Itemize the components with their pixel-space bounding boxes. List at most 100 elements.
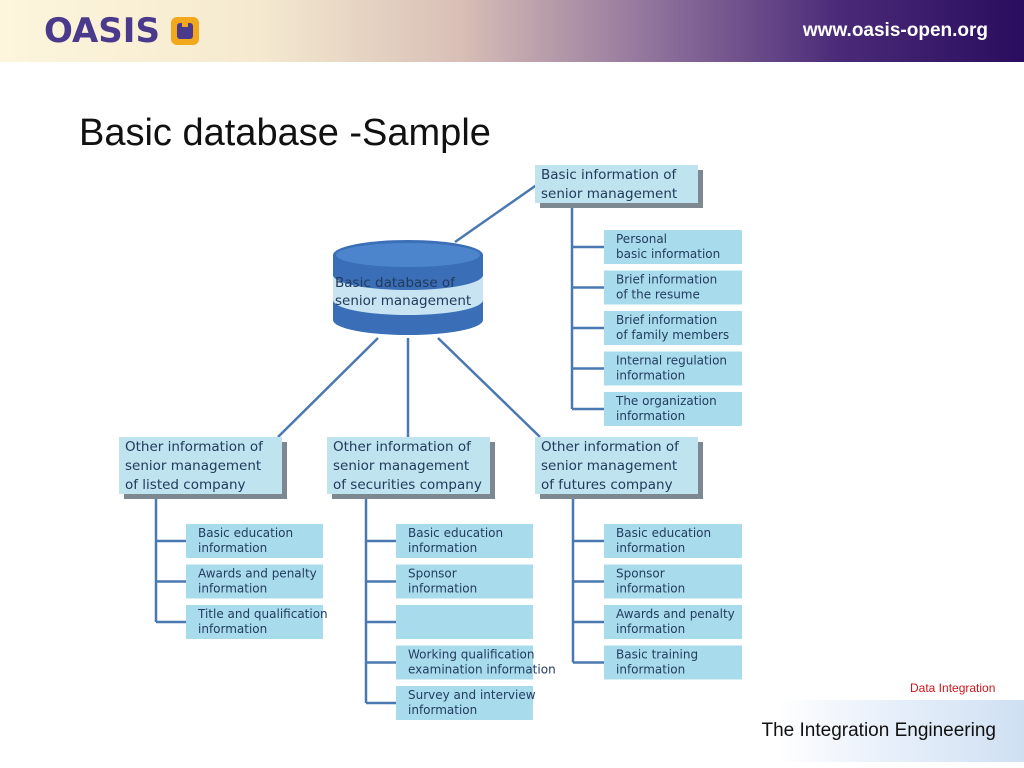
leaf-label-line: information — [616, 409, 685, 423]
leaf-box-rect — [604, 605, 742, 639]
leaf-box-rect — [186, 564, 323, 599]
footer-tag: Data Integration — [910, 681, 996, 695]
connector-db-to-listed — [277, 337, 379, 438]
leaf-label-line: of the resume — [616, 288, 700, 302]
leaf-box-rect — [604, 645, 742, 680]
branch-label-line: senior management — [541, 458, 677, 474]
branch-label-line: senior management — [125, 458, 261, 474]
connector-lines — [154, 182, 604, 705]
leaf-box-rect — [604, 311, 742, 345]
database-label-line-1: Basic database of — [335, 275, 456, 291]
leaf-label-line: Personal — [616, 232, 667, 246]
leaf-label-line: information — [408, 703, 477, 717]
leaf-box-rect — [604, 230, 742, 264]
leaf-label-line: Survey and interview — [408, 688, 536, 702]
leaf-box-rect — [186, 524, 323, 558]
footer-text: The Integration Engineering — [761, 720, 997, 741]
connector-db-to-basic-info — [454, 182, 539, 244]
leaf-box-rect — [604, 351, 742, 386]
branch-label-line: of securities company — [333, 477, 482, 493]
leaf-label-line: Basic education — [408, 526, 503, 540]
leaf-box-rect — [604, 564, 742, 599]
leaf-label-line: Internal regulation — [616, 354, 727, 368]
leaf-label-line: information — [408, 541, 477, 555]
leaf-label-line: examination information — [408, 663, 556, 677]
leaf-label-line: information — [616, 622, 685, 636]
branch-label-line: Other information of — [125, 439, 264, 455]
branch-box — [535, 165, 698, 203]
leaf-label-line: information — [198, 582, 267, 596]
leaf-label-line: information — [616, 369, 685, 383]
leaf-label-line: Brief information — [616, 273, 717, 287]
branch-3: Other information of senior management of … — [535, 437, 742, 680]
branch-1: Other information of senior management of … — [119, 437, 328, 639]
leaf-label-line: The organization — [615, 394, 717, 408]
header-bar: OASIS www.oasis-open.org — [0, 0, 1024, 62]
leaf-label-line: basic information — [616, 247, 720, 261]
logo-text: OASIS — [44, 11, 160, 51]
leaf-label-line: information — [616, 663, 685, 677]
footer-bar: The Integration Engineering — [716, 700, 1024, 762]
leaf-label-line: Basic education — [198, 526, 293, 540]
leaf-label-line: Basic training — [616, 648, 698, 662]
branch-box — [535, 437, 698, 494]
leaf-box-rect — [396, 645, 533, 680]
leaf-box-rect — [396, 524, 533, 558]
leaf-label-line: Brief information — [616, 313, 717, 327]
leaf-label-line: information — [616, 582, 685, 596]
leaf-label-line: Sponsor — [616, 567, 665, 581]
branch-box — [119, 437, 282, 494]
branch-label-line: of futures company — [541, 477, 673, 493]
slide-title: Basic database -Sample — [79, 112, 491, 154]
leaf-label-line: information — [198, 622, 267, 636]
branch-label-line: Basic information of — [541, 167, 677, 183]
leaf-label-line: Basic education — [616, 526, 711, 540]
leaf-label-line: information — [198, 541, 267, 555]
leaf-label-line: of family members — [616, 328, 729, 342]
database-label-line-2: senior management — [335, 293, 471, 309]
leaf-label-line: Sponsor — [408, 567, 457, 581]
leaf-label-line: Awards and penalty — [616, 607, 735, 621]
leaf-box-rect — [396, 564, 533, 599]
leaf-label-line: Title and qualification — [197, 607, 328, 621]
leaf-box-rect — [604, 270, 742, 305]
site-url-link[interactable]: www.oasis-open.org — [802, 20, 988, 41]
branch-0: Basic information of senior managementPer… — [535, 165, 742, 426]
leaf-label-line: information — [616, 541, 685, 555]
leaf-label-line: Working qualification — [408, 648, 535, 662]
branch-label-line: Other information of — [541, 439, 680, 455]
oasis-mark-icon — [170, 16, 200, 46]
leaf-box-rect — [604, 524, 742, 558]
database-cylinder: Basic database of senior management — [333, 240, 483, 335]
leaf-box-rect — [396, 605, 533, 639]
leaf-box-rect — [396, 686, 533, 720]
branch-label-line: of listed company — [125, 477, 246, 493]
leaf-box-rect — [186, 605, 323, 639]
branch-label-line: senior management — [333, 458, 469, 474]
connector-db-to-futures — [437, 337, 541, 438]
branch-label-line: Other information of — [333, 439, 472, 455]
branch-2: Other information of senior management of … — [327, 437, 556, 720]
leaf-label-line: Awards and penalty — [198, 567, 317, 581]
leaf-box — [396, 605, 533, 639]
branch-label-line: senior management — [541, 186, 677, 202]
leaf-label-line: information — [408, 582, 477, 596]
oasis-logo[interactable]: OASIS — [44, 11, 200, 51]
